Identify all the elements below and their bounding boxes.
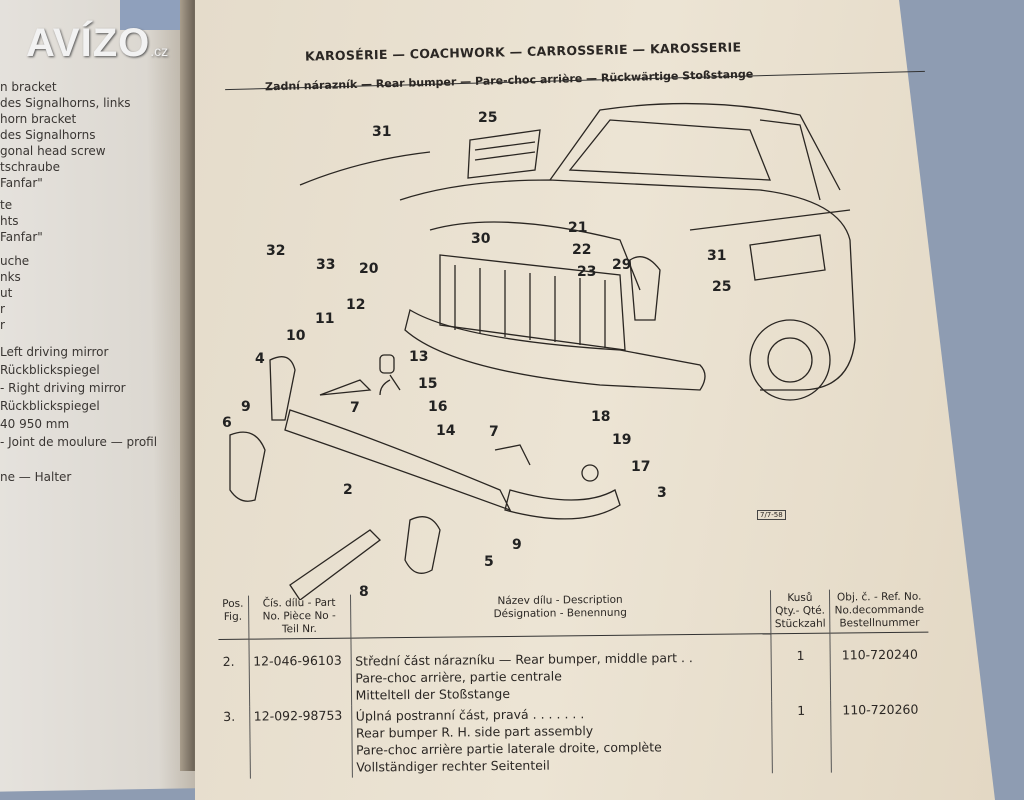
scale-mark: 7/7-58 xyxy=(757,510,786,520)
left-page-line: des Signalhorns xyxy=(0,128,96,142)
pos-cell: 3. xyxy=(223,708,236,724)
callout-4: 4 xyxy=(255,351,265,367)
watermark-logo: AVÍZO.cz xyxy=(26,20,168,74)
description-line: Vollständiger rechter Seitenteil xyxy=(356,757,550,775)
callout-18: 18 xyxy=(591,409,611,425)
callout-11: 11 xyxy=(315,311,335,327)
logo-text: AVÍZO xyxy=(26,21,151,65)
exploded-parts-diagram xyxy=(229,102,856,600)
callout-21: 21 xyxy=(568,220,588,236)
col-qty: Kusů Qty.- Qté. Stückzahl xyxy=(769,589,831,634)
callout-25: 25 xyxy=(712,279,732,295)
left-page-line: horn bracket xyxy=(0,112,77,126)
qty-cell: 1 xyxy=(770,633,831,702)
callout-13: 13 xyxy=(409,349,429,365)
ref-cell: 110-720260 xyxy=(830,699,930,773)
left-page-line: Fanfar" xyxy=(0,176,43,190)
left-page-line: te xyxy=(0,198,13,212)
callout-2: 2 xyxy=(343,482,353,498)
left-page-line: - Joint de moulure — profil xyxy=(0,435,158,449)
left-page-line: Rückblickspiegel xyxy=(0,399,100,413)
description-cell: Úplná postranní část, pravá . . . . . . … xyxy=(351,701,772,778)
parts-table: Pos. Fig. Čís. dílu - Part No. Pièce No … xyxy=(218,588,930,779)
callout-32: 32 xyxy=(266,243,286,259)
left-page-line: gonal head screw xyxy=(0,144,106,158)
callout-5: 5 xyxy=(484,554,494,570)
callout-16: 16 xyxy=(428,399,448,415)
callout-7: 7 xyxy=(350,400,360,416)
left-page-line: Rückblickspiegel xyxy=(0,363,100,377)
left-page-line: Fanfar" xyxy=(0,230,43,244)
callout-3: 3 xyxy=(657,485,667,501)
car-body-drawing xyxy=(299,102,856,401)
callout-15: 15 xyxy=(418,376,438,392)
left-page-line: hts xyxy=(0,214,19,228)
callout-12: 12 xyxy=(346,297,366,313)
left-page-line: n bracket xyxy=(0,80,57,94)
callout-19: 19 xyxy=(612,432,632,448)
part-no-cell: 12-046-96103 xyxy=(248,638,352,707)
callout-8: 8 xyxy=(359,584,369,600)
callout-33: 33 xyxy=(316,257,336,273)
left-page-line: des Signalhorns, links xyxy=(0,96,131,110)
callout-10: 10 xyxy=(286,328,306,344)
callout-22: 22 xyxy=(572,242,592,258)
callout-23: 23 xyxy=(577,264,597,280)
ref-cell: 110-720240 xyxy=(830,632,930,701)
callout-14: 14 xyxy=(436,423,456,439)
left-page-line: uche xyxy=(0,254,30,268)
callout-29: 29 xyxy=(612,257,632,273)
callout-31: 31 xyxy=(707,248,727,264)
col-pos: Pos. Fig. xyxy=(218,595,249,640)
left-page-line: tschraube xyxy=(0,160,61,174)
pos-cell: 2. xyxy=(222,653,235,669)
callout-9: 9 xyxy=(241,399,251,415)
callout-30: 30 xyxy=(471,231,491,247)
left-page-line: ne — Halter xyxy=(0,470,72,484)
description-line: Mitteltell der Stoßstange xyxy=(355,685,511,703)
left-page-line: - Right driving mirror xyxy=(0,381,126,395)
left-page-line: 40 950 mm xyxy=(0,417,70,431)
logo-suffix: .cz xyxy=(150,43,169,59)
left-page-line: r xyxy=(0,302,5,316)
col-ref: Obj. č. - Ref. No. No.decommande Bestell… xyxy=(829,588,929,634)
qty-cell: 1 xyxy=(771,700,832,774)
left-page-line: nks xyxy=(0,270,21,284)
callout-20: 20 xyxy=(359,261,379,277)
callout-25: 25 xyxy=(478,110,498,126)
left-page-line: Left driving mirror xyxy=(0,345,109,359)
part-no-cell: 12-092-98753 xyxy=(249,705,352,779)
callout-7: 7 xyxy=(489,424,499,440)
left-page-line: ut xyxy=(0,286,13,300)
callout-17: 17 xyxy=(631,459,651,475)
callout-9: 9 xyxy=(512,537,522,553)
bumper-parts-drawing xyxy=(229,354,621,600)
callout-31: 31 xyxy=(372,124,392,140)
description-cell: Střední část nárazníku — Rear bumper, mi… xyxy=(350,633,772,706)
callout-6: 6 xyxy=(222,415,232,431)
right-page xyxy=(195,0,995,800)
col-part-no: Čís. dílu - Part No. Pièce No - Teil Nr. xyxy=(247,594,351,640)
left-page-line: r xyxy=(0,318,5,332)
